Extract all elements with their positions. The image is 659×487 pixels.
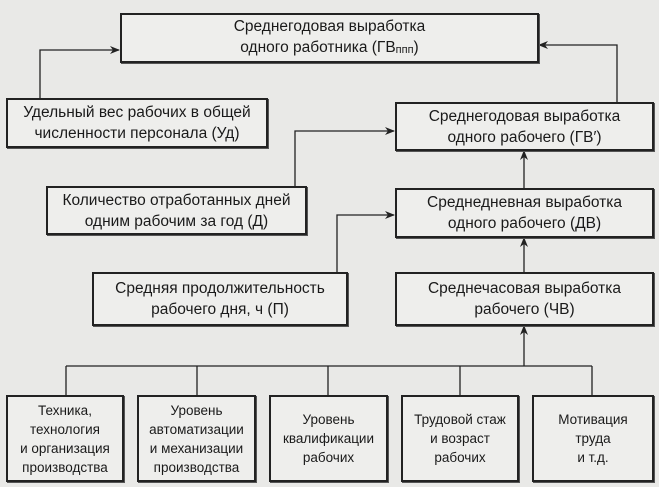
box-label: Мотивация труда и т.д. (558, 412, 628, 465)
factor-bus-line (65, 365, 593, 395)
box-label: Среднегодовая выработка одного рабочего … (428, 107, 621, 146)
box-label: Среднечасовая выработка рабочего (ЧВ) (427, 280, 622, 318)
box-annual-output-per-worker: Среднегодовая выработка одного работника… (120, 13, 539, 63)
factor-box-automation: Уровень автоматизации и механизации прои… (137, 395, 256, 482)
box-days-worked: Количество отработанных дней одним рабоч… (46, 186, 307, 235)
box-label: Уровень квалификации рабочих (282, 412, 375, 465)
box-label: Трудовой стаж и возраст рабочих (414, 412, 506, 465)
arrow-p-to-dv (336, 211, 395, 272)
factor-box-qualification: Уровень квалификации рабочих (269, 395, 388, 482)
box-label: Средняя продолжительность рабочего дня, … (115, 280, 325, 318)
box-label: одного работника (ГВппп) (240, 38, 419, 56)
factor-box-technology: Техника, технология и организация произв… (6, 395, 124, 482)
box-label: Количество отработанных дней одним рабоч… (62, 191, 291, 230)
box-workday-length: Средняя продолжительность рабочего дня, … (92, 272, 348, 326)
box-daily-output: Среднедневная выработка одного рабочего … (395, 188, 654, 238)
box-label: Среднедневная выработка одного рабочего … (427, 194, 622, 232)
box-annual-output-per-laborer: Среднегодовая выработка одного рабочего … (395, 102, 654, 151)
factor-box-experience: Трудовой стаж и возраст рабочих (401, 395, 519, 482)
arrow-gvprime-to-gvppp (538, 41, 618, 102)
box-label: Уровень автоматизации и механизации прои… (149, 402, 244, 475)
factor-box-motivation: Мотивация труда и т.д. (532, 395, 654, 482)
arrow-d-to-gvprime (294, 127, 395, 186)
arrow-ud-to-gvppp (39, 46, 120, 98)
box-label: Удельный вес рабочих в общей численности… (23, 104, 251, 142)
box-label: Техника, технология и организация произв… (20, 402, 110, 475)
box-share-of-workers: Удельный вес рабочих в общей численности… (6, 98, 268, 148)
box-label: Среднегодовая выработка (233, 17, 426, 35)
box-hourly-output: Среднечасовая выработка рабочего (ЧВ) (395, 272, 654, 326)
